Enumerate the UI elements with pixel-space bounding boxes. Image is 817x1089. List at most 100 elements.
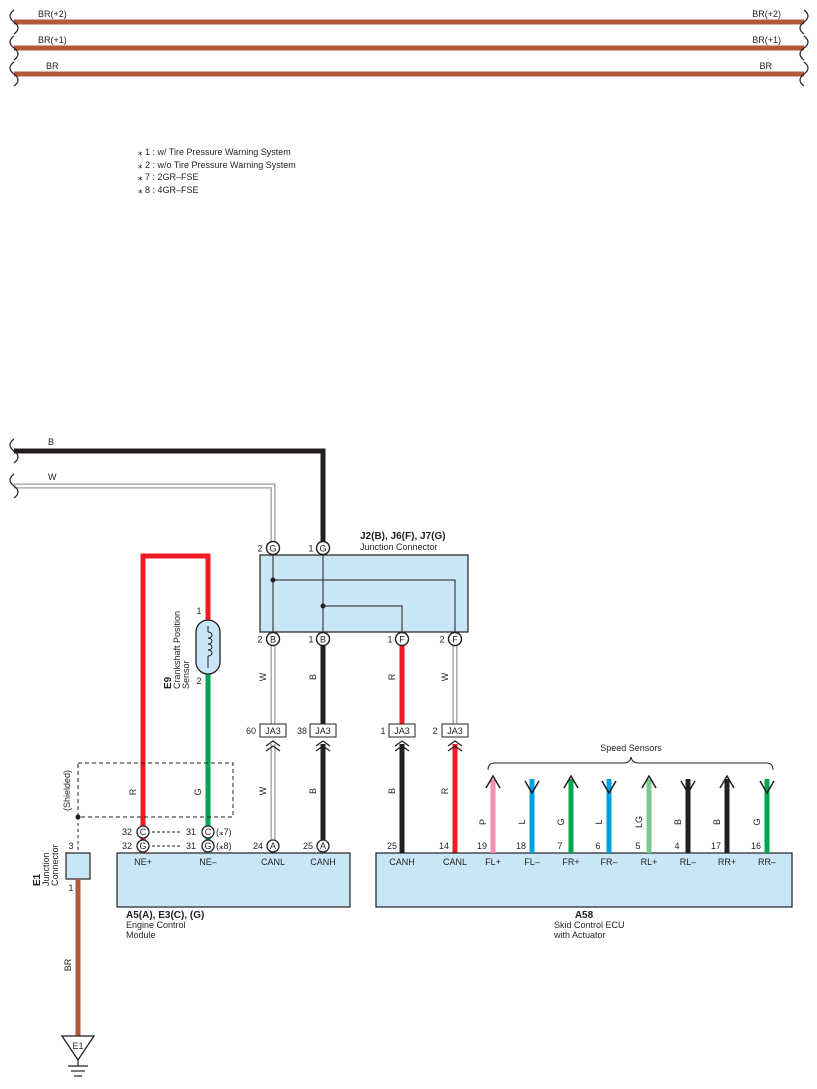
ground-bus-wire: BR(+2) BR(+2) <box>14 9 804 25</box>
ecm-terminal-label: CANL <box>261 857 285 867</box>
ja3-to-module-wires: W B B R <box>258 744 458 853</box>
ja3-connector: JA3 1 <box>380 723 416 738</box>
ecu-title: A58 <box>575 910 594 921</box>
ecu-pin-number: 18 <box>516 841 526 851</box>
wire-break-symbols <box>9 9 809 87</box>
svg-text:2: 2 <box>439 635 444 645</box>
ecu-pin-number: 25 <box>387 841 397 851</box>
svg-text:1: 1 <box>308 635 313 645</box>
connector-chevron-icons <box>265 740 463 752</box>
speed-sensors-title: Speed Sensors <box>600 743 662 753</box>
junction-title: J2(B), J6(F), J7(G) <box>360 531 446 542</box>
e1-id: E1 <box>32 873 43 886</box>
wire-color-label: B <box>387 788 397 794</box>
svg-text:JA3: JA3 <box>394 726 410 736</box>
svg-text:JA3: JA3 <box>315 726 331 736</box>
ecu-pin-number: 19 <box>477 841 487 851</box>
ecu-pin-number: 5 <box>635 841 640 851</box>
svg-text:25: 25 <box>303 841 313 851</box>
arrow-up-icon <box>563 774 579 789</box>
svg-text:32: 32 <box>122 827 132 837</box>
wire-color-label: B <box>308 674 318 680</box>
e1-pin-bottom: 1 <box>68 883 73 893</box>
wire-label-w: W <box>48 472 57 482</box>
ecu-pin-number: 16 <box>751 841 761 851</box>
ecm-name: Engine Control <box>126 920 186 930</box>
sensor-name: Crankshaft Position <box>172 611 182 689</box>
wire-color-label: L <box>594 819 604 824</box>
arrow-down-icon <box>759 780 775 795</box>
svg-text:60: 60 <box>246 726 256 736</box>
wire-color-label: L <box>517 819 527 824</box>
ecu-name: Skid Control ECU <box>554 920 625 930</box>
shielded-region: (Shielded) R G <box>62 762 234 853</box>
svg-text:C: C <box>140 827 147 837</box>
ecu-terminal-label: CANL <box>443 857 467 867</box>
sensor-pin-top: 1 <box>196 606 201 616</box>
svg-text:(⁎7): (⁎7) <box>216 827 232 837</box>
crankshaft-sensor-circuit: 1 2 E9 Crankshaft Position Sensor <box>140 553 221 820</box>
ecu-pin-number: 14 <box>439 841 449 851</box>
arrow-up-icon <box>719 774 735 789</box>
svg-text:G: G <box>319 544 326 554</box>
wire-break-symbols <box>9 438 19 499</box>
wire-label-b: B <box>48 437 54 447</box>
wire-color-label: P <box>478 819 488 825</box>
crankshaft-sensor-body <box>195 619 221 675</box>
ecu-pin-number: 7 <box>557 841 562 851</box>
wire-color-label: W <box>258 786 268 795</box>
ecm-terminal-label: CANH <box>310 857 336 867</box>
svg-text:B: B <box>320 635 326 645</box>
skid-control-ecu: 25 14 CANH CANL A58 Skid Control ECU wit… <box>375 841 793 940</box>
junction-internal-lines <box>272 555 456 632</box>
wire-color-label: B <box>308 788 318 794</box>
wire-color-label: B <box>673 819 683 825</box>
footnote: ⁎ 7 : 2GR–FSE <box>138 172 199 182</box>
footnote: ⁎ 1 : w/ Tire Pressure Warning System <box>138 147 291 157</box>
svg-text:(⁎8): (⁎8) <box>216 841 232 851</box>
junction-connector: J2(B), J6(F), J7(G) Junction Connector <box>259 531 469 633</box>
svg-text:G: G <box>204 841 211 851</box>
ecu-pin-number: 4 <box>674 841 679 851</box>
ja3-connector: JA3 2 <box>432 723 469 738</box>
wire-color-label: W <box>258 672 268 681</box>
ecm-terminal-label: NE– <box>199 857 217 867</box>
sensor-pin-bottom: 2 <box>196 676 201 686</box>
wire-color-label: G <box>556 818 566 825</box>
sensor-id: E9 <box>163 676 174 689</box>
arrow-down-icon <box>601 780 617 795</box>
svg-text:32: 32 <box>122 841 132 851</box>
ecu-terminal-label: CANH <box>389 857 415 867</box>
junction-top-pins: G 2 G 1 <box>257 540 331 556</box>
wire-color-label: LG <box>634 816 644 828</box>
footnote: ⁎ 8 : 4GR–FSE <box>138 184 199 195</box>
wire-color-label: R <box>128 788 138 795</box>
svg-text:2: 2 <box>257 544 262 554</box>
ecm-terminal-label: NE+ <box>134 857 152 867</box>
speed-sensor-wires: P19FL+L18FL–G7FR+L6FR–LG5RL+B4RL–B17RR+G… <box>477 774 776 867</box>
footnote: ⁎ 2 : w/o Tire Pressure Warning System <box>138 159 296 170</box>
pin-marker: B 1 <box>308 631 331 647</box>
ja3-connectors: JA3 60 JA3 38 JA3 1 JA3 2 <box>246 723 469 738</box>
ecu-name: with Actuator <box>553 930 606 940</box>
ground-icon: E1 <box>60 1035 96 1077</box>
ecm-pin-row: G 32 31 G (⁎8) <box>122 839 232 853</box>
ecu-terminal-label: FR– <box>600 857 617 867</box>
pin-marker: B 2 <box>257 631 281 647</box>
e1-pin-top: 3 <box>68 841 73 851</box>
ground-label: E1 <box>72 1041 83 1051</box>
wire-color-label: G <box>752 818 762 825</box>
svg-text:C: C <box>205 827 212 837</box>
pin-marker: G 1 <box>308 540 331 556</box>
e1-junction-connector: 3 1 E1 Junction Connector <box>32 841 91 893</box>
junction-subtitle: Junction Connector <box>360 542 438 552</box>
speed-sensors-bracket: Speed Sensors <box>487 743 774 771</box>
wire-color-label: R <box>387 673 397 680</box>
